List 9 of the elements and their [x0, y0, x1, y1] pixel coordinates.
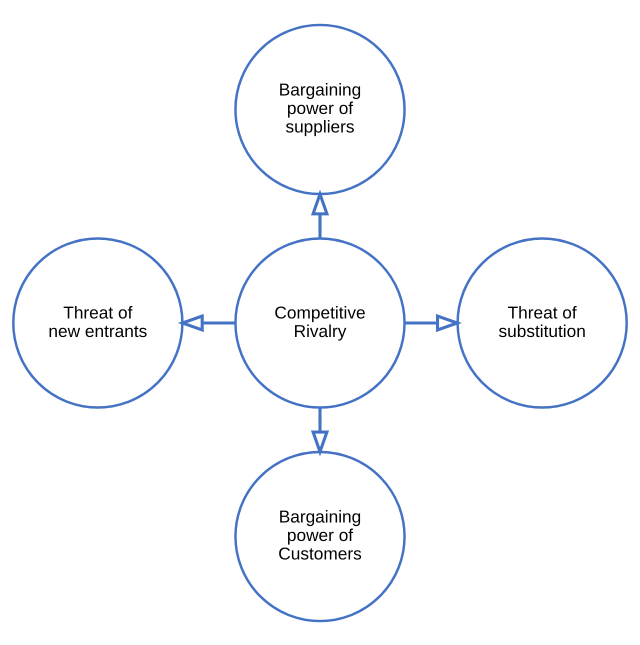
arrow — [310, 188, 330, 238]
node-circle: Bargaining power of suppliers — [234, 23, 406, 195]
node-circle: Threat of new entrants — [12, 236, 184, 408]
arrow — [404, 313, 462, 332]
arrow — [178, 313, 236, 332]
node-circle: Threat of substitution — [456, 236, 628, 408]
node-circle: Competitive Rivalry — [234, 236, 406, 408]
arrow — [310, 407, 330, 456]
node-circle: Bargaining power of Customers — [234, 450, 406, 622]
